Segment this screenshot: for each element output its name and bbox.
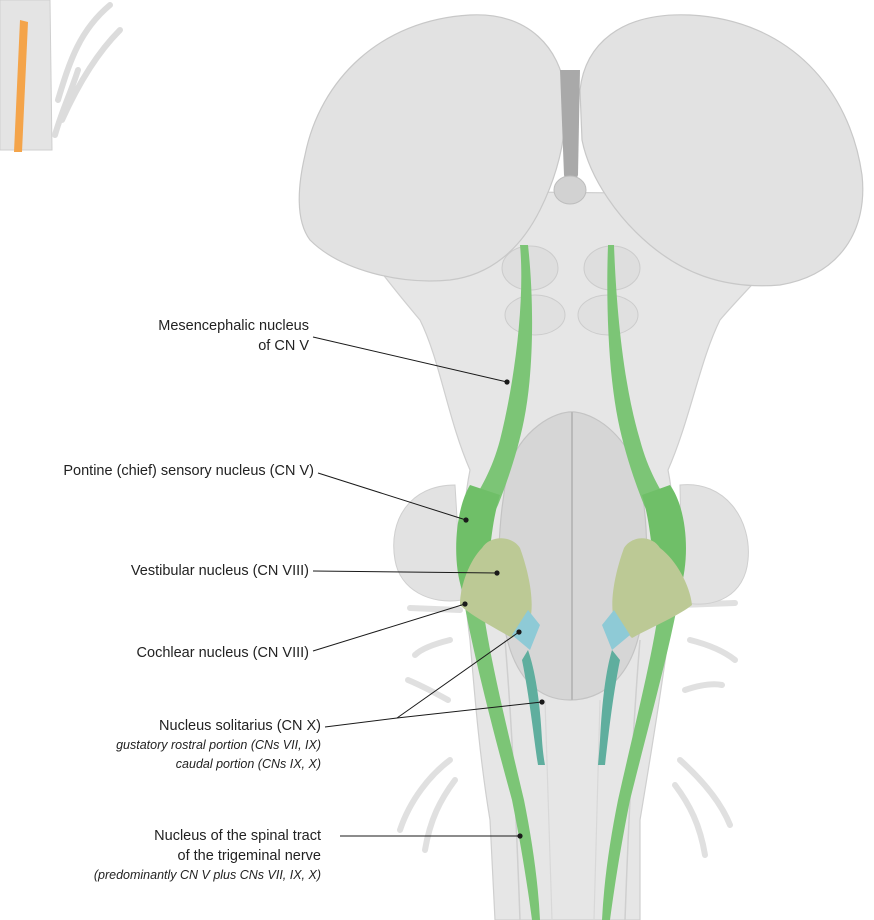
label-cochlear-nucleus: Cochlear nucleus (CN VIII) <box>137 643 309 663</box>
label-solitarius-line2: gustatory rostral portion (CNs VII, IX) <box>116 736 321 755</box>
label-pontine-nucleus: Pontine (chief) sensory nucleus (CN V) <box>63 461 314 481</box>
label-mesencephalic-line2: of CN V <box>158 336 309 356</box>
label-solitarius-line3: caudal portion (CNs IX, X) <box>116 755 321 774</box>
label-mesencephalic-nucleus: Mesencephalic nucleus of CN V <box>158 316 309 356</box>
label-cochlear-line1: Cochlear nucleus (CN VIII) <box>137 643 309 663</box>
label-pontine-line1: Pontine (chief) sensory nucleus (CN V) <box>63 461 314 481</box>
label-mesencephalic-line1: Mesencephalic nucleus <box>158 316 309 336</box>
label-spinal-tract-line2: of the trigeminal nerve <box>94 846 321 866</box>
inset-thumbnail <box>0 0 120 152</box>
label-spinal-tract-nucleus: Nucleus of the spinal tract of the trige… <box>94 826 321 885</box>
label-spinal-tract-line1: Nucleus of the spinal tract <box>94 826 321 846</box>
label-solitarius-line1: Nucleus solitarius (CN X) <box>116 716 321 736</box>
label-vestibular-nucleus: Vestibular nucleus (CN VIII) <box>131 561 309 581</box>
label-vestibular-line1: Vestibular nucleus (CN VIII) <box>131 561 309 581</box>
label-nucleus-solitarius: Nucleus solitarius (CN X) gustatory rost… <box>116 716 321 774</box>
label-spinal-tract-line3: (predominantly CN V plus CNs VII, IX, X) <box>94 866 321 885</box>
leader-solitarius <box>325 718 397 727</box>
inset-nerve-strands <box>55 5 120 135</box>
